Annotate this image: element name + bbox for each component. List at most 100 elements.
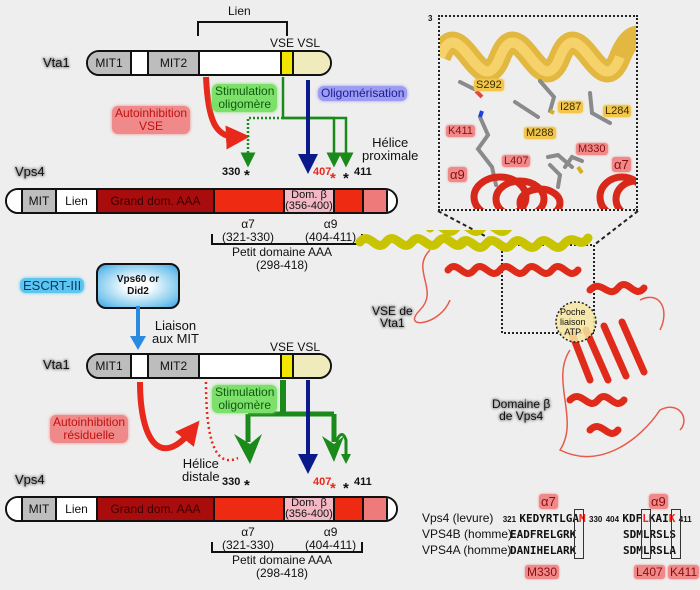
helix-alpha9-label: α9 (448, 167, 467, 182)
site-330-star-bottom: * (244, 477, 250, 494)
bottom-arrows (137, 380, 351, 474)
site-411-bottom: 411 (354, 476, 372, 488)
vps4-lien-bottom: Lien (57, 498, 98, 520)
petit-domaine-bracket-bottom (211, 542, 363, 553)
vta1-bar: MIT1 MIT2 (86, 50, 332, 76)
vps4-petit-aaa-1-bottom (215, 498, 285, 520)
lien-bracket (197, 21, 288, 36)
overall-structure (355, 230, 685, 458)
site-407-star: * (330, 170, 336, 187)
vps4-bar-bottom: MIT Lien Grand dom. AAA Dom. β(356-400) (5, 496, 398, 522)
vps4-label-bottom: Vps4 (15, 472, 45, 487)
top-arrows (203, 76, 354, 174)
site-330-bottom: 330 (222, 476, 241, 488)
footer-l407: L407 (634, 565, 665, 579)
alpha9-label: α9(404-411) (305, 217, 357, 244)
distal-green-arrow (234, 434, 262, 464)
alpha7-label: α7(321-330) (222, 217, 275, 244)
vps4-cterm (388, 190, 396, 212)
site-330: 330 (222, 166, 241, 178)
site-411: 411 (354, 166, 372, 178)
vps4-dom-beta-bottom: Dom. β(356-400) (285, 498, 335, 520)
vps4-grand-aaa-bottom: Grand dom. AAA (98, 498, 215, 520)
site-407-bottom: 407 (313, 476, 332, 488)
vta1-label: Vta1 (43, 55, 70, 70)
residue-s292: S292 (474, 79, 504, 91)
highlight-k411: K (668, 512, 676, 525)
alignment-row-vps4a-homme: VPS4A (homme) DANIHELARK SDMLRSLA (422, 543, 676, 557)
helix-alpha7-label: α7 (612, 157, 631, 172)
residue-m330: M330 (576, 143, 608, 155)
residue-k411: K411 (446, 125, 475, 137)
atp-pocket (555, 301, 597, 343)
highlight-l407: L (642, 512, 649, 525)
vta1-linker1 (132, 52, 149, 74)
footer-k411: K411 (668, 565, 700, 579)
alignment-alpha7-header: α7 (539, 494, 558, 509)
row-name: Vps4 (levure) (422, 511, 494, 525)
petit-domaine-label-bottom: Petit domaine AAA(298-418) (232, 553, 333, 580)
vta1-vse (282, 52, 294, 74)
vta1-helix (440, 25, 636, 83)
residue-i287: I287 (558, 101, 584, 113)
vps4-petit-aaa-2-bottom (335, 498, 364, 520)
vps4-nterm (7, 190, 23, 212)
residue-m288: M288 (524, 127, 556, 139)
vta1-vsl (294, 52, 330, 74)
alignment-box-l407 (641, 509, 651, 559)
alignment-box-k411 (671, 509, 681, 559)
residue-l284: L284 (603, 105, 632, 117)
vps4-grand-aaa: Grand dom. AAA (98, 190, 215, 212)
site-411-star-bottom: * (343, 480, 349, 497)
site-330-star: * (244, 167, 250, 184)
vps4-petit-aaa-1 (215, 190, 285, 212)
vps4-mit: MIT (23, 190, 57, 212)
petit-domaine-label: Petit domaine AAA(298-418) (232, 245, 333, 272)
side-chains (458, 79, 612, 189)
lien-label: Lien (228, 4, 251, 18)
vps4-alpha9-helix (470, 173, 564, 209)
site-411-star: * (343, 170, 349, 187)
vps4-lien: Lien (57, 190, 98, 212)
vps4-cterm-pink-bottom (364, 498, 388, 520)
residue-l407: L407 (502, 155, 531, 167)
inset-structure (440, 25, 636, 209)
alignment-row-vps4-levure: Vps4 (levure) 321 KEDYRTLGAM 330 404 KDF… (422, 511, 692, 525)
vta1-linker1-bottom (132, 355, 149, 377)
vps4-cterm-pink (364, 190, 388, 212)
vps4-bar: MIT Lien Grand dom. AAA Dom. β(356-400) (5, 188, 398, 214)
vta1-lien-bottom (200, 355, 282, 377)
vps4-cterm-bottom (388, 498, 396, 520)
alignment-row-vps4b-homme: VPS4B (homme) EADFRELGRK SDMLRSLS (422, 527, 676, 541)
zoom-inset: S292 I287 L284 M288 K411 L407 M330 α9 α7 (438, 15, 638, 211)
liaison-arrow (130, 306, 146, 350)
oligomerisation-label: Oligomérisation (318, 86, 408, 101)
vta1-mit1-bottom: MIT1 (88, 355, 132, 377)
vps4-label: Vps4 (15, 164, 45, 179)
vps4-alpha7-helix (596, 173, 636, 209)
alpha9-label-bottom: α9(404-411) (305, 525, 357, 552)
vse-vsl-label: VSE VSL (270, 36, 321, 50)
vps4-dom-beta: Dom. β(356-400) (285, 190, 335, 212)
vse-vsl-label-bottom: VSE VSL (270, 340, 321, 354)
autoinhibition-arrow (203, 76, 250, 150)
alignment-box-m330 (574, 509, 584, 559)
footer-m330: M330 (525, 565, 560, 579)
vta1-mit2: MIT2 (149, 52, 200, 74)
vta1-lien (200, 52, 282, 74)
panel-marker: 3 (428, 14, 433, 23)
alpha7-label-bottom: α7(321-330) (222, 525, 275, 552)
vta1-vsl-bottom (294, 355, 330, 377)
vta1-vse-structure (355, 230, 593, 252)
vta1-mit1: MIT1 (88, 52, 132, 74)
vps4-domain-structure (444, 263, 648, 437)
